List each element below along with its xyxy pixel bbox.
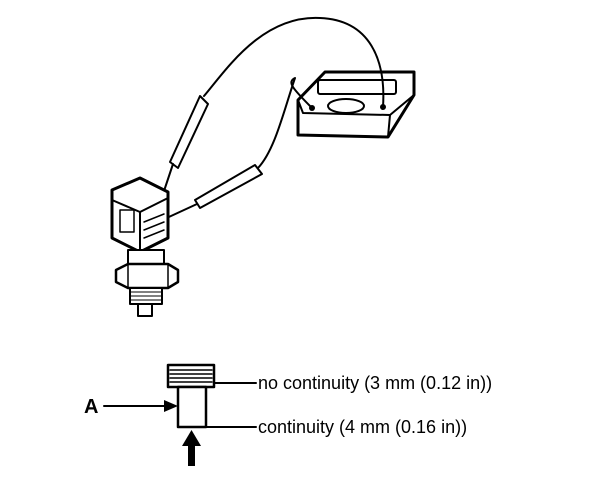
plunger-detail — [103, 363, 257, 429]
plunger-head — [166, 363, 216, 389]
ohmmeter — [296, 70, 416, 139]
ohmmeter-dial — [327, 98, 365, 114]
push-direction-arrow — [182, 430, 201, 466]
plunger-body — [176, 385, 208, 429]
no-continuity-label: no continuity (3 mm (0.12 in)) — [258, 373, 493, 393]
continuity-label: continuity (4 mm (0.16 in)) — [258, 417, 468, 437]
test-lead-short — [157, 77, 313, 223]
callout-a-label: A — [84, 396, 99, 418]
pedal-switch — [110, 176, 180, 317]
test-lead-long — [154, 16, 385, 219]
callout-a-arrowhead — [164, 400, 178, 412]
ohmmeter-display — [317, 79, 397, 95]
